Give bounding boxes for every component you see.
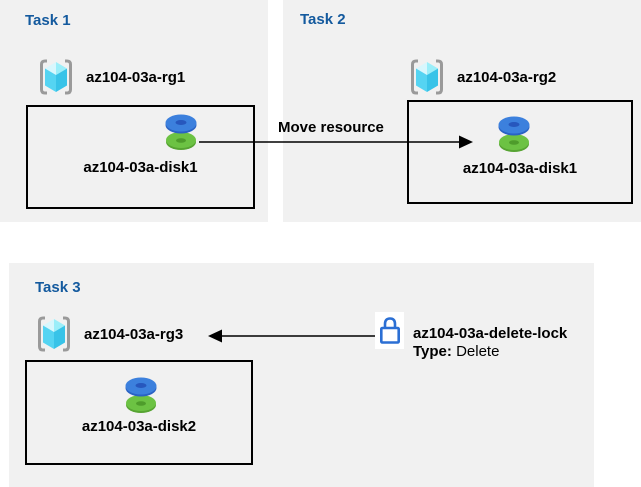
panel-task1: Task 1 az104-03a-rg1 az104: [0, 0, 268, 222]
task2-resource-box: [407, 100, 633, 204]
disk-icon: [497, 114, 531, 159]
disk-icon: [124, 375, 158, 420]
task3-title: Task 3: [35, 279, 81, 296]
task3-resource-box: [25, 360, 253, 465]
panel-task2: Task 2 az104-03a-rg2 az104: [283, 0, 641, 222]
move-resource-label: Move resource: [278, 119, 384, 136]
lock-icon: [379, 316, 400, 344]
task2-title: Task 2: [300, 11, 346, 28]
task1-title: Task 1: [25, 12, 71, 29]
lock-backdrop: [375, 312, 404, 349]
task1-disk-label: az104-03a-disk1: [83, 159, 198, 176]
lock-name: az104-03a-delete-lock: [413, 325, 568, 342]
resource-group-icon: [38, 316, 70, 352]
task3-resource-group-row: az104-03a-rg3: [35, 314, 183, 354]
task2-disk-label: az104-03a-disk1: [462, 160, 578, 177]
resource-group-icon: [40, 59, 72, 95]
disk-icon: [164, 112, 198, 157]
task3-resource-group-label: az104-03a-rg3: [84, 325, 184, 343]
task1-resource-group-row: az104-03a-rg1: [37, 57, 185, 97]
resource-group-icon: [411, 59, 443, 95]
lock-type-label: Type:: [413, 343, 452, 360]
panel-task3: Task 3 az104-03a-rg3 az104: [9, 263, 594, 487]
task2-resource-group-row: az104-03a-rg2: [408, 57, 556, 97]
task1-resource-box: [26, 105, 255, 209]
task2-resource-group-label: az104-03a-rg2: [457, 68, 557, 86]
task1-resource-group-label: az104-03a-rg1: [86, 68, 186, 86]
lock-type-value: Delete: [456, 343, 500, 360]
task3-disk-label: az104-03a-disk2: [81, 418, 197, 435]
lock-annotation: az104-03a-delete-lock Type: Delete: [413, 325, 567, 361]
